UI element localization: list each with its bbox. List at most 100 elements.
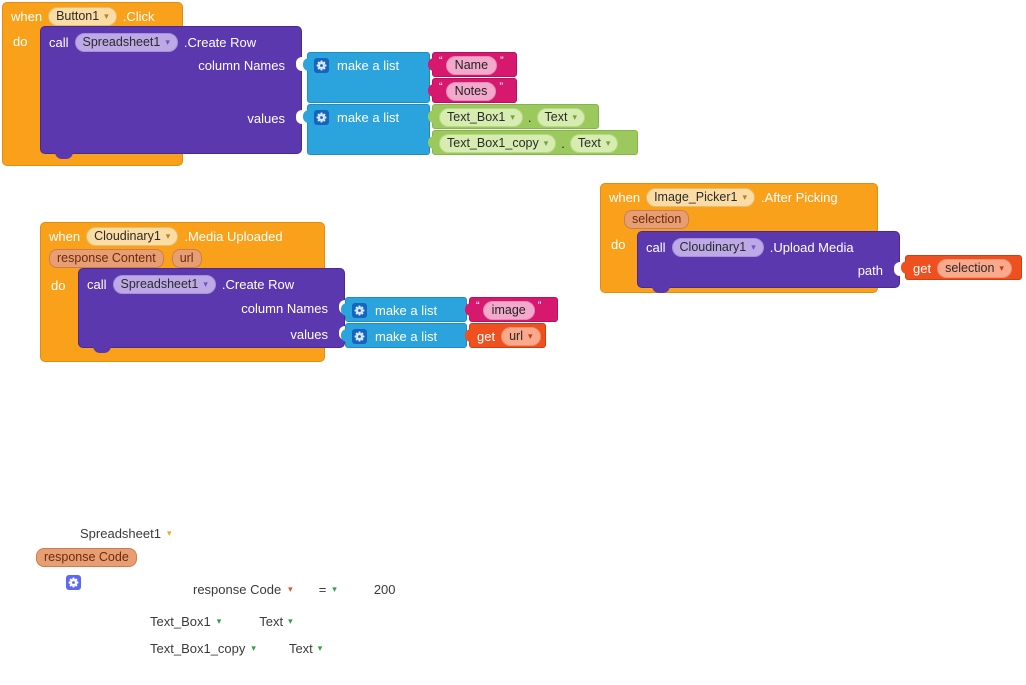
text-field[interactable]: image [482,301,535,320]
next-connector-tab [55,152,73,159]
gear-icon[interactable] [352,303,367,318]
event-header: when Image_Picker1 ▾ .After Picking [601,184,877,211]
arg-label-values: values [247,111,285,126]
close-quote: ” [537,300,542,312]
arg-label-values: values [290,327,328,342]
when-label: when [609,190,641,205]
gear-icon[interactable] [314,58,329,73]
text-string-block[interactable]: “ Name ” [428,52,517,77]
socket-notch [296,57,302,71]
dropdown-arrow-icon: ▾ [543,138,549,148]
component-dropdown[interactable]: Button1 ▾ [48,7,117,26]
dropdown-arrow-icon: ▾ [288,616,293,626]
call-spreadsheet-createrow-block[interactable]: call Spreadsheet1 ▾ .Create Row column N… [78,268,345,353]
when-label: when [11,9,43,24]
parameter-chip[interactable]: selection [624,210,690,229]
ghost-textbox-getter-row[interactable]: Text_Box1_copy ▾ Text ▾ [150,641,322,656]
dot-separator: . [527,110,532,125]
dropdown-arrow-icon: ▾ [999,263,1004,273]
parameter-chip[interactable]: response Content [49,249,164,268]
event-name: .After Picking [760,190,838,205]
make-a-list-label: make a list [337,110,400,125]
gear-icon[interactable] [352,329,367,344]
arg-label-column-names: column Names [198,58,285,73]
parameter-chip[interactable]: url [171,249,202,268]
property-dropdown[interactable]: Text ▾ [536,108,585,127]
output-plug [341,303,347,316]
socket-notch [296,110,302,124]
when-label: when [49,229,81,244]
dropdown-arrow-icon: ▾ [216,616,222,626]
make-a-list-block[interactable]: make a list [341,297,467,322]
property-dropdown[interactable]: Text ▾ [569,134,619,153]
dropdown-arrow-icon: ▾ [165,37,170,47]
ghost-gear[interactable] [66,575,81,591]
arg-label-column-names: column Names [241,301,328,316]
make-a-list-block[interactable]: make a list [303,104,430,155]
get-variable-block[interactable]: get selection ▾ [901,255,1022,280]
output-plug [428,58,434,71]
open-quote: “ [476,300,480,312]
dropdown-arrow-icon: ▾ [251,643,256,653]
text-string-block[interactable]: “ image ” [465,297,558,322]
component-dropdown[interactable]: Text_Box1_copy ▾ [439,134,557,153]
variable-dropdown[interactable]: selection ▾ [937,259,1012,278]
dropdown-arrow-icon: ▾ [317,643,323,653]
dropdown-arrow-icon: ▾ [527,331,533,341]
property-getter-block[interactable]: Text_Box1 ▾ . Text ▾ [428,104,599,129]
make-a-list-label: make a list [375,303,438,318]
ghost-comparison-row[interactable]: response Code ▾ = ▾ 200 [193,582,396,597]
call-label: call [49,35,69,50]
make-a-list-block[interactable]: make a list [341,323,467,348]
component-dropdown[interactable]: Cloudinary1 ▾ [86,227,179,246]
open-quote: “ [439,55,443,67]
get-variable-block[interactable]: get url ▾ [465,323,546,348]
gear-icon[interactable] [314,110,329,125]
arg-label-path: path [857,263,883,278]
dropdown-arrow-icon: ▾ [332,584,337,594]
ghost-spreadsheet-dropdown[interactable]: Spreadsheet1 ▾ [80,526,172,541]
output-plug [303,110,309,123]
method-component-dropdown[interactable]: Cloudinary1 ▾ [671,238,764,257]
method-name: .Create Row [221,277,295,292]
component-dropdown[interactable]: Text_Box1 ▾ [439,108,523,127]
dropdown-arrow-icon: ▾ [288,584,293,594]
output-plug [465,329,471,342]
component-dropdown[interactable]: Image_Picker1 ▾ [646,188,755,207]
make-a-list-label: make a list [337,58,400,73]
event-header: when Cloudinary1 ▾ .Media Uploaded [41,223,324,250]
parameter-chip: response Code [36,548,137,567]
close-quote: ” [500,55,504,67]
next-connector-tab [93,346,111,353]
dropdown-arrow-icon: ▾ [751,242,756,252]
output-plug [428,84,434,97]
comparison-left: response Code [193,582,282,597]
variable-dropdown[interactable]: url ▾ [501,327,541,346]
close-quote: ” [499,81,503,93]
do-label: do [611,237,626,252]
dropdown-arrow-icon: ▾ [203,279,208,289]
text-field[interactable]: Notes [445,82,497,101]
property-getter-block[interactable]: Text_Box1_copy ▾ . Text ▾ [428,130,638,155]
output-plug [465,303,471,316]
do-label: do [51,278,66,293]
text-string-block[interactable]: “ Notes ” [428,78,517,103]
do-label: do [13,34,28,49]
dropdown-arrow-icon: ▾ [510,112,515,122]
method-name: .Create Row [183,35,257,50]
output-plug [901,261,907,274]
call-header: call Spreadsheet1 ▾ .Create Row [41,27,301,56]
method-component-dropdown[interactable]: Spreadsheet1 ▾ [74,33,178,52]
ghost-response-code-chip[interactable]: response Code [36,548,137,567]
text-field[interactable]: Name [445,56,498,75]
ghost-textbox-getter-row[interactable]: Text_Box1 ▾ Text ▾ [150,614,293,629]
dropdown-arrow-icon: ▾ [572,112,577,122]
dropdown-arrow-icon: ▾ [166,528,172,538]
event-params: selection [624,210,690,229]
property-name: Text [259,614,284,629]
call-spreadsheet-createrow-block[interactable]: call Spreadsheet1 ▾ .Create Row column N… [40,26,302,159]
make-a-list-block[interactable]: make a list [303,52,430,103]
comparison-operator: = [318,582,327,597]
method-component-dropdown[interactable]: Spreadsheet1 ▾ [112,275,216,294]
call-cloudinary-uploadmedia-block[interactable]: call Cloudinary1 ▾ .Upload Media path [637,231,900,293]
